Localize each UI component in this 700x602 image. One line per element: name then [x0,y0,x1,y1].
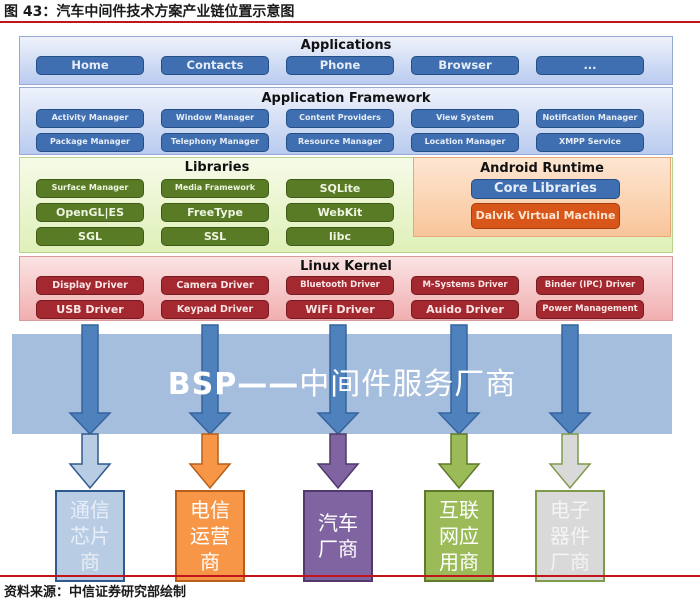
lib-ssl: SSL [161,227,269,246]
kernel-keypad-driver: Keypad Driver [161,300,269,319]
lib-libc: libc [286,227,394,246]
app-home: Home [36,56,144,75]
fw-activity-manager: Activity Manager [36,109,144,128]
down-arrow-vendor-icon [437,433,481,490]
down-arrow-blue-icon [548,324,592,436]
fw-notification-manager: Notification Manager [536,109,644,128]
lib-freetype: FreeType [161,203,269,222]
vendor-internet-app: 互联网应用商 [424,490,494,582]
kernel-msystems-driver: M-Systems Driver [411,276,519,295]
app-browser: Browser [411,56,519,75]
down-arrow-blue-icon [316,324,360,436]
vendor-electronic-components: 电子器件厂商 [535,490,605,582]
vendor-label: 汽车厂商 [318,511,358,561]
lib-media-framework: Media Framework [161,179,269,198]
down-arrow-vendor-icon [188,433,232,490]
android-runtime-layer: Android Runtime Core Libraries Dalvik Vi… [413,157,671,237]
kernel-bluetooth-driver: Bluetooth Driver [286,276,394,295]
linux-kernel-layer: Linux Kernel Display Driver Camera Drive… [19,256,673,321]
lib-opengl-es: OpenGL|ES [36,203,144,222]
lib-sqlite: SQLite [286,179,394,198]
kernel-binder-driver: Binder (IPC) Driver [536,276,644,295]
app-more: ... [536,56,644,75]
down-arrow-blue-icon [437,324,481,436]
down-arrow-vendor-icon [316,433,360,490]
framework-title: Application Framework [261,91,431,106]
down-arrow-vendor-icon [68,433,112,490]
fw-window-manager: Window Manager [161,109,269,128]
runtime-title: Android Runtime [480,161,604,176]
kernel-usb-driver: USB Driver [36,300,144,319]
app-contacts: Contacts [161,56,269,75]
vendor-comm-chip: 通信芯片商 [55,490,125,582]
fw-package-manager: Package Manager [36,133,144,152]
down-arrow-blue-icon [188,324,232,436]
kernel-power-management: Power Management [536,300,644,319]
fw-resource-manager: Resource Manager [286,133,394,152]
fw-telephony-manager: Telephony Manager [161,133,269,152]
kernel-display-driver: Display Driver [36,276,144,295]
source-divider [0,575,700,577]
figure-title: 图 43：汽车中间件技术方案产业链位置示意图 [4,4,295,20]
applications-layer: Applications Home Contacts Phone Browser… [19,36,673,85]
vendor-telecom-operator: 电信运营商 [175,490,245,582]
lib-webkit: WebKit [286,203,394,222]
kernel-camera-driver: Camera Driver [161,276,269,295]
vendor-label: 电信运营商 [190,498,230,574]
vendor-automaker: 汽车厂商 [303,490,373,582]
down-arrow-blue-icon [68,324,112,436]
libraries-title: Libraries [184,160,250,175]
bsp-label: BSP——中间件服务厂商 [12,359,672,403]
vendor-label: 通信芯片商 [70,498,110,574]
figure-source: 资料来源：中信证券研究部绘制 [4,585,187,600]
title-divider [0,21,700,23]
framework-layer: Application Framework Activity Manager W… [19,87,673,155]
fw-xmpp-service: XMPP Service [536,133,644,152]
core-libraries: Core Libraries [471,179,620,199]
applications-title: Applications [300,38,392,53]
fw-content-providers: Content Providers [286,109,394,128]
fw-view-system: View System [411,109,519,128]
kernel-audio-driver: Auido Driver [411,300,519,319]
lib-sgl: SGL [36,227,144,246]
app-phone: Phone [286,56,394,75]
vendor-label: 互联网应用商 [439,498,479,574]
vendor-label: 电子器件厂商 [550,498,590,574]
bsp-label-en: BSP—— [167,367,300,402]
kernel-wifi-driver: WiFi Driver [286,300,394,319]
fw-location-manager: Location Manager [411,133,519,152]
bsp-label-cn: 中间件服务厂商 [299,367,517,402]
dalvik-vm: Dalvik Virtual Machine [471,203,620,229]
kernel-title: Linux Kernel [300,259,392,274]
lib-surface-manager: Surface Manager [36,179,144,198]
down-arrow-vendor-icon [548,433,592,490]
